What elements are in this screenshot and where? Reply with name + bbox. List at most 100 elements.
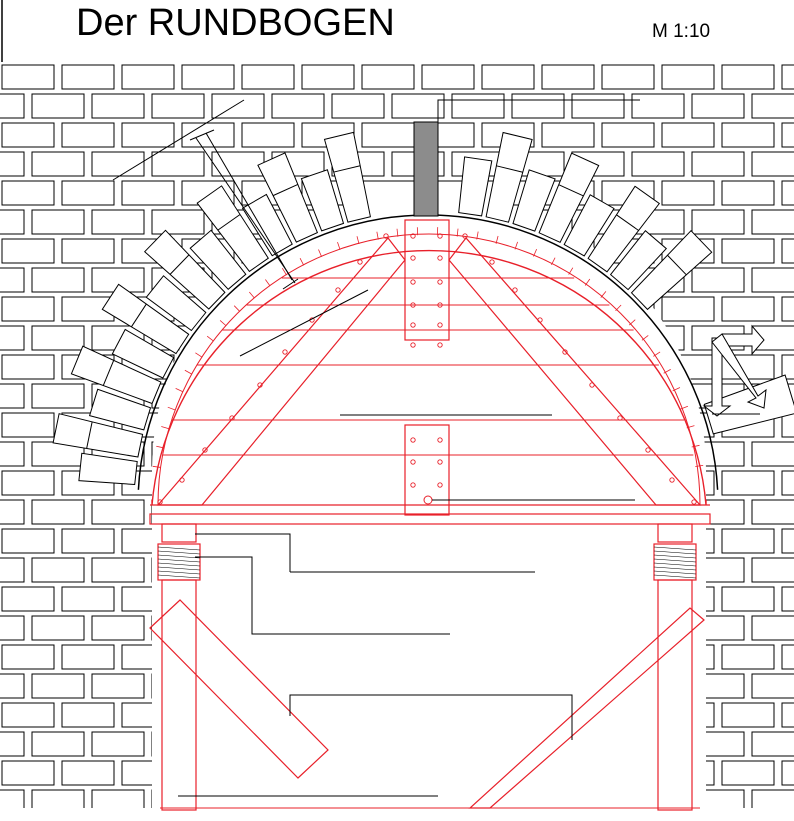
wall-brick: [631, 93, 685, 119]
wall-brick: [781, 702, 794, 728]
wall-brick: [0, 789, 25, 808]
wall-brick: [61, 180, 115, 206]
nail: [282, 349, 288, 355]
wall-brick: [61, 238, 115, 264]
nail: [437, 437, 443, 443]
wall-brick: [721, 702, 775, 728]
wall-brick: [721, 760, 775, 786]
wall-brick: [271, 93, 325, 119]
leader-line: [195, 533, 291, 572]
wall-brick: [181, 122, 235, 148]
nail: [537, 317, 543, 323]
arch-brick: [300, 169, 345, 232]
wall-brick: [661, 64, 715, 90]
wall-brick: [781, 528, 794, 554]
arrow-diagonal: [711, 333, 767, 409]
arch-brick: [145, 275, 207, 332]
wall-brick: [91, 615, 145, 641]
lagging-slat: [248, 291, 255, 299]
nail: [410, 255, 416, 261]
wall-brick: [781, 296, 794, 322]
wall-brick: [0, 93, 25, 119]
wall-brick: [91, 731, 145, 757]
wall-brick: [751, 731, 794, 757]
wall-brick: [631, 151, 685, 177]
lagging-slat: [318, 249, 323, 257]
wall-brick: [0, 441, 25, 467]
wall-brick: [0, 325, 25, 351]
arch-centering-formwork: [149, 219, 711, 811]
wall-brick: [61, 644, 115, 670]
nail: [410, 437, 416, 443]
wall-brick: [0, 151, 25, 177]
wall-brick: [781, 412, 794, 438]
wall-brick: [91, 93, 145, 119]
wall-brick: [31, 673, 85, 699]
wall-brick: [1, 760, 55, 786]
wood-grain: [157, 562, 201, 567]
lagging-slat: [219, 320, 227, 327]
wall-brick: [0, 267, 25, 293]
wall-brick: [241, 122, 295, 148]
lagging-slat: [456, 228, 459, 237]
wall-brick: [781, 470, 794, 496]
nail: [157, 499, 163, 505]
wall-brick: [1, 412, 55, 438]
lagging-slat: [337, 242, 341, 250]
wall-brick: [601, 64, 655, 90]
wall-brick: [691, 209, 745, 235]
lagging-slat: [396, 228, 399, 237]
nail: [691, 499, 697, 505]
king-post-lower: [404, 424, 450, 516]
wall-brick: [121, 180, 175, 206]
wall-brick: [721, 238, 775, 264]
arch-brick-joint: [102, 360, 115, 386]
nail: [202, 447, 208, 453]
wall-brick: [121, 122, 175, 148]
lagging-slat: [663, 369, 671, 374]
lagging-slat: [206, 335, 214, 342]
wall-brick: [691, 93, 745, 119]
lagging-slat: [551, 257, 556, 266]
arch-voussoirs: [52, 131, 794, 490]
wall-brick: [661, 296, 715, 322]
lagging-slat: [615, 304, 622, 312]
nail: [489, 259, 495, 265]
wall-brick: [451, 93, 505, 119]
wood-grain: [157, 566, 201, 571]
wall-brick: [61, 122, 115, 148]
wall-brick: [541, 64, 595, 90]
wall-brick: [31, 731, 85, 757]
arch-brick: [241, 193, 293, 257]
wall-brick: [1, 122, 55, 148]
wall-brick: [661, 180, 715, 206]
wall-brick: [31, 615, 85, 641]
wall-brick: [721, 122, 775, 148]
wall-brick: [31, 499, 85, 525]
wood-grain: [653, 558, 697, 563]
wall-brick: [361, 64, 415, 90]
nail: [512, 287, 518, 293]
arch-brick: [78, 452, 138, 486]
arch-brick: [703, 374, 794, 435]
wall-brick: [151, 209, 205, 235]
wall-brick: [151, 151, 205, 177]
leader-line: [289, 694, 573, 740]
arch-brick-joint: [616, 214, 639, 231]
diagonal-strut-left: [156, 237, 406, 506]
lagging-slat: [653, 351, 661, 357]
wall-brick: [751, 267, 794, 293]
wall-brick: [91, 673, 145, 699]
arch-brick: [111, 328, 175, 379]
wall-brick: [91, 557, 145, 583]
nail: [669, 477, 675, 483]
nail: [410, 482, 416, 488]
wall-brick: [151, 93, 205, 119]
arch-brick: [458, 156, 493, 217]
wall-brick: [1, 470, 55, 496]
wall-brick: [91, 789, 145, 808]
arch-brick-joint: [558, 184, 584, 197]
arch-brick: [143, 229, 226, 310]
wall-brick: [181, 64, 235, 90]
